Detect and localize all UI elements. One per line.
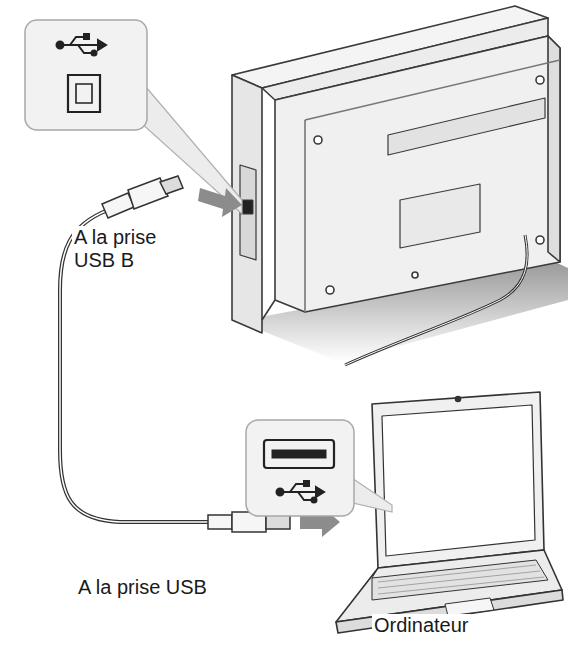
keyboard-row: [378, 577, 544, 594]
keyboard-rows: [378, 565, 544, 594]
usb-cable-core: [60, 210, 210, 522]
usb-cable: [60, 210, 210, 522]
usb-b-plug: [102, 176, 183, 218]
device-name: Ordinateur: [372, 614, 471, 637]
device: [232, 6, 560, 333]
connector-label: A la prise USB: [76, 576, 209, 599]
power-cord: [345, 235, 527, 365]
usb-a-callout: [246, 420, 392, 516]
usb-b-callout: [25, 20, 242, 214]
power-cord-highlight: [345, 235, 527, 365]
laptop: [336, 392, 563, 633]
insert-arrow: [198, 188, 242, 217]
connector-label: A la prise USB B: [72, 226, 201, 272]
